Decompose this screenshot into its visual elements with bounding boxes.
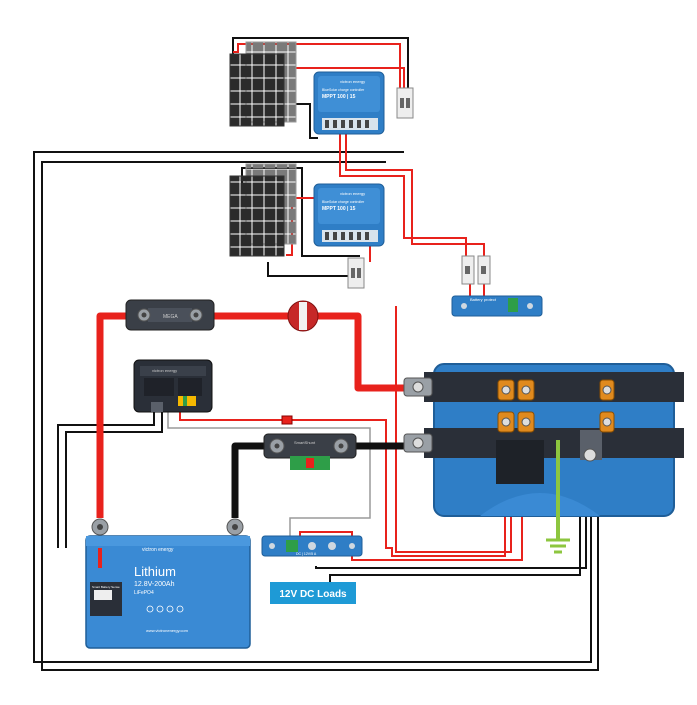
battery-protect-label: Battery protect: [470, 297, 497, 302]
mppt-top-brand: victron energy: [340, 79, 365, 84]
solar-panel-top: [229, 41, 297, 127]
mega-fuse-holder: [125, 299, 215, 331]
solar-panel-bottom: [229, 163, 297, 257]
battery-bms-label: Smart Battery Sense: [92, 585, 120, 589]
ground-icon: [546, 440, 570, 554]
mppt-controller-bottom: [313, 183, 385, 247]
lithium-battery: [85, 518, 251, 649]
battery-brand: victron energy: [142, 547, 174, 553]
mppt-bottom-product: BlueSolar charge controller: [322, 200, 365, 204]
battery-protect: [451, 295, 543, 317]
breaker-pair-battery-protect: [461, 255, 491, 285]
battery-switch-icon: [287, 300, 319, 332]
battery-monitor: [133, 359, 213, 413]
mppt-top-product: BlueSolar charge controller: [322, 88, 365, 92]
loads-label-bg: [270, 582, 356, 604]
battery-chem: LiFePO4: [134, 590, 154, 596]
mppt-top-model: MPPT 100 | 15: [322, 94, 356, 100]
inverter-charger: [424, 363, 684, 517]
busbar-label: DC | 12V/5 A: [296, 552, 317, 556]
negative-thin-wiring: [33, 37, 599, 671]
inverter-terminals: [403, 377, 615, 462]
breaker-mppt-bottom: [347, 257, 365, 289]
dc-busbar: [261, 535, 363, 557]
mppt-bottom-brand: victron energy: [340, 191, 365, 196]
smart-shunt: [263, 433, 357, 470]
loads-label: 12V DC Loads: [279, 589, 347, 600]
breaker-icon: [396, 87, 414, 119]
battery-name: Lithium: [134, 564, 176, 579]
mega-fuse-label: MEGA: [163, 314, 178, 320]
battery-spec: 12.8V-200Ah: [134, 581, 175, 588]
negative-main-cable: [231, 442, 410, 518]
mppt-controller-top: [313, 71, 385, 135]
battery-monitor-brand: victron energy: [152, 368, 177, 373]
positive-main-cable: [96, 312, 410, 518]
mppt-bottom-model: MPPT 100 | 15: [322, 206, 356, 212]
battery-website: www.victronenergy.com: [146, 628, 189, 633]
inline-fuse: [281, 415, 293, 425]
smart-shunt-label: SmartShunt: [294, 440, 316, 445]
